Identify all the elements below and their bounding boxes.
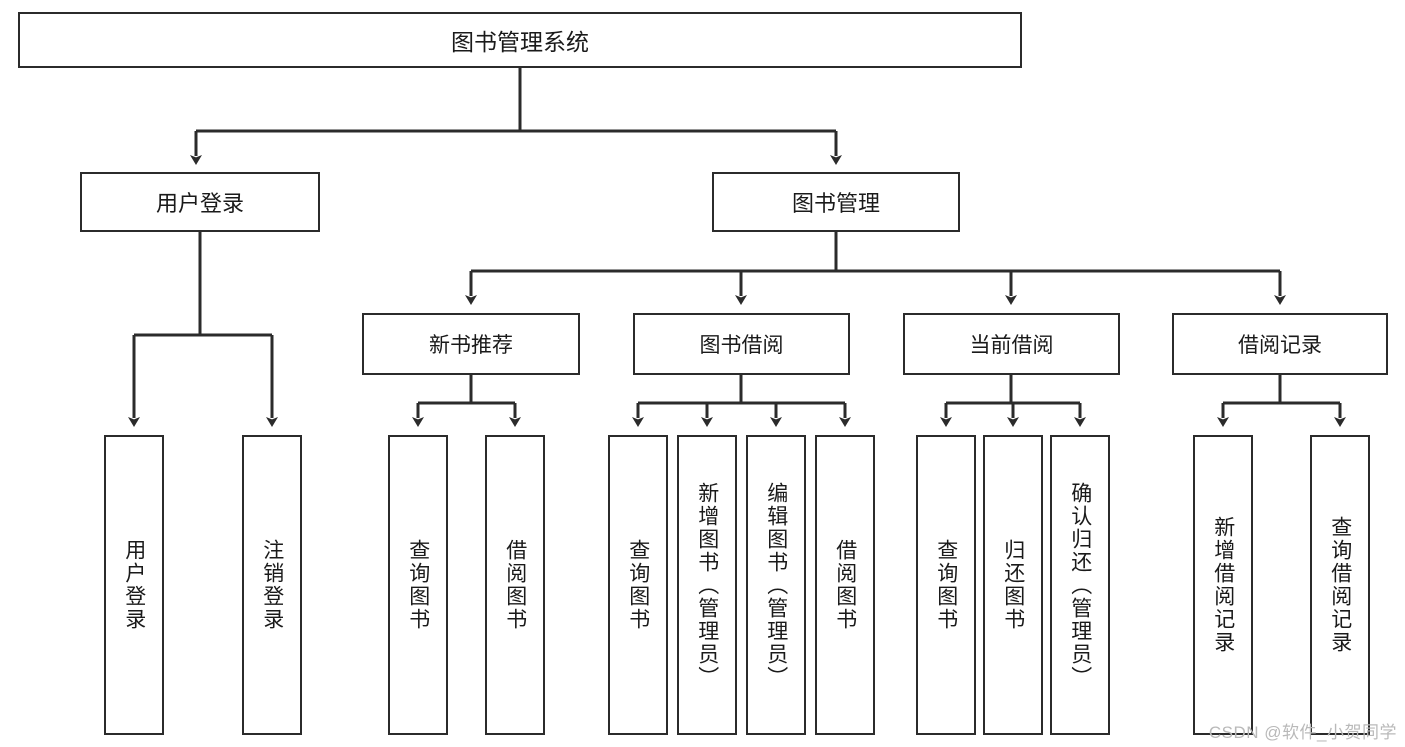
node-label: 查询图书: [626, 539, 650, 631]
node-label: 归还图书: [1001, 539, 1025, 631]
node-label: 用户登录: [155, 191, 244, 216]
node-book-management[interactable]: 图书管理: [712, 172, 960, 232]
leaf-borrow-borrow-book[interactable]: 借阅图书: [815, 435, 875, 735]
node-root-system[interactable]: 图书管理系统: [18, 12, 1022, 68]
node-label: 图书管理系统: [451, 29, 589, 55]
node-label: 借阅图书: [833, 539, 857, 631]
node-new-book-recommend[interactable]: 新书推荐: [362, 313, 580, 375]
watermark: CSDN @软件_小贺同学: [1208, 723, 1397, 742]
node-label: 查询借阅记录: [1328, 516, 1352, 654]
node-label: 图书管理: [791, 191, 880, 216]
leaf-current-return-book[interactable]: 归还图书: [983, 435, 1043, 735]
leaf-borrow-add-book-admin[interactable]: 新增图书（管理员）: [677, 435, 737, 735]
leaf-current-confirm-return-admin[interactable]: 确认归还（管理员）: [1050, 435, 1110, 735]
node-label: 借阅图书: [503, 539, 527, 631]
leaf-current-query-book[interactable]: 查询图书: [916, 435, 976, 735]
node-book-borrow[interactable]: 图书借阅: [633, 313, 850, 375]
node-label: 用户登录: [122, 539, 146, 631]
node-label: 查询图书: [406, 539, 430, 631]
node-label: 确认归还（管理员）: [1068, 481, 1092, 689]
node-label: 注销登录: [260, 539, 284, 631]
node-label: 新增图书（管理员）: [695, 481, 719, 689]
node-label: 借阅记录: [1238, 334, 1322, 357]
leaf-recommend-query-book[interactable]: 查询图书: [388, 435, 448, 735]
leaf-user-login[interactable]: 用户登录: [104, 435, 164, 735]
node-label: 编辑图书（管理员）: [764, 481, 788, 689]
leaf-recommend-borrow-book[interactable]: 借阅图书: [485, 435, 545, 735]
node-label: 新增借阅记录: [1211, 516, 1235, 654]
node-borrow-record[interactable]: 借阅记录: [1172, 313, 1388, 375]
node-label: 图书借阅: [699, 334, 784, 357]
node-user-login[interactable]: 用户登录: [80, 172, 320, 232]
node-label: 新书推荐: [429, 334, 513, 357]
leaf-borrow-edit-book-admin[interactable]: 编辑图书（管理员）: [746, 435, 806, 735]
leaf-borrow-query-book[interactable]: 查询图书: [608, 435, 668, 735]
node-label: 查询图书: [934, 539, 958, 631]
leaf-user-logout[interactable]: 注销登录: [242, 435, 302, 735]
leaf-record-query-record[interactable]: 查询借阅记录: [1310, 435, 1370, 735]
node-current-borrow[interactable]: 当前借阅: [903, 313, 1120, 375]
leaf-record-add-record[interactable]: 新增借阅记录: [1193, 435, 1253, 735]
node-label: 当前借阅: [969, 334, 1054, 357]
